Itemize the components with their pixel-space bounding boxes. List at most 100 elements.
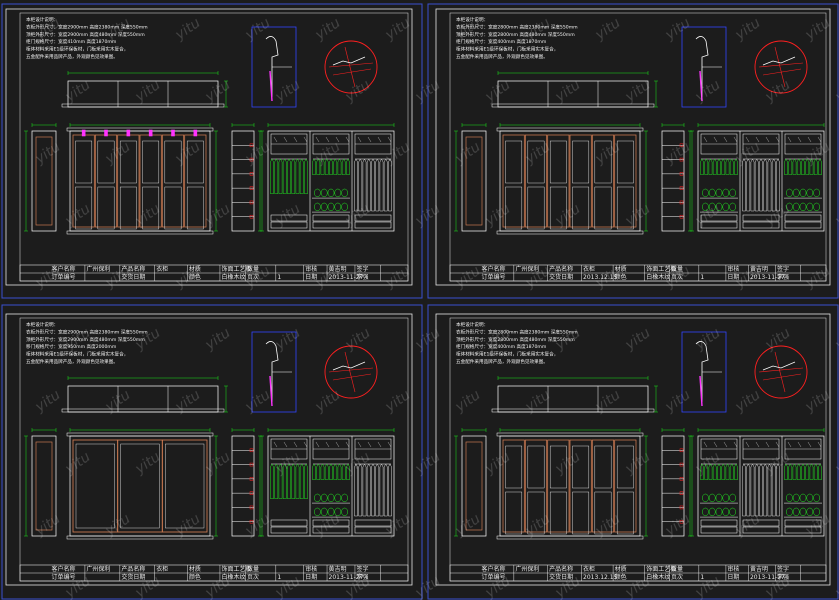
hatch: [807, 441, 812, 448]
watermark-text: yitu: [692, 449, 724, 478]
title-block-cell: 广州保利: [86, 265, 110, 273]
garment: [729, 463, 734, 480]
crown-profile-highlight: [699, 70, 703, 102]
crown-profile-box: [681, 26, 727, 108]
garment: [712, 463, 717, 480]
watermark-text: yitu: [762, 201, 794, 230]
hatch: [345, 136, 350, 143]
folded-stack: [722, 188, 730, 198]
garment: [383, 463, 388, 517]
hanging-clothes: [784, 463, 822, 480]
title-block-cell: 1: [700, 274, 704, 281]
side-elevation-left: [461, 435, 487, 537]
garment: [725, 463, 730, 480]
detail-hatch: [774, 46, 786, 88]
hinged-door: [569, 439, 592, 533]
sliding-door-glass: [75, 443, 115, 529]
title-block-cell: 产品名称: [121, 565, 145, 573]
door-panel-upper: [616, 445, 634, 489]
hatch: [387, 136, 392, 143]
note-line: 柜门规格尺寸：宽度410mm 高度1870mm: [26, 38, 117, 45]
folded-stack: [341, 188, 348, 198]
hinged-door: [547, 439, 570, 533]
folded-stack: [813, 507, 820, 517]
title-block-cell: 衣柜: [583, 565, 595, 573]
garment: [776, 463, 780, 517]
watermark-text: yitu: [802, 511, 834, 540]
top-cabinet-base: [61, 408, 225, 413]
folded-stack: [327, 507, 335, 517]
title-block-cell: 订单编号: [482, 273, 506, 281]
watermark-text: yitu: [662, 511, 694, 540]
folded-stack: [813, 493, 820, 503]
shelf-pin: [679, 186, 684, 190]
drawer: [312, 221, 350, 229]
garment: [767, 463, 772, 517]
garment: [295, 463, 300, 499]
drawer: [700, 526, 738, 534]
top-cabinet-base: [61, 103, 225, 108]
detail-hatch: [344, 46, 356, 88]
folded-stack: [334, 493, 342, 503]
folded-stack: [786, 188, 793, 198]
folded-stack: [806, 188, 814, 198]
garment: [379, 463, 384, 517]
title-block-cell: 黄吉明: [750, 265, 768, 273]
hanging-clothes: [354, 158, 392, 212]
folded-stack: [320, 202, 328, 212]
watermark-text: yitu: [202, 201, 234, 230]
hatch: [315, 441, 320, 448]
outer-frame-top-right: [427, 3, 839, 299]
title-block-cell: 饰面工艺板: [646, 265, 676, 273]
door-panel-upper: [572, 445, 590, 489]
shelf-pin: [679, 200, 684, 205]
drawer: [784, 519, 822, 527]
title-block-cell: 交货日期: [121, 573, 145, 581]
detail-hatch: [332, 68, 372, 76]
sheet-border: [435, 313, 831, 586]
door-panel-upper: [594, 140, 612, 184]
hatch: [283, 441, 288, 448]
folded-stack: [715, 493, 723, 503]
folded-stack: [320, 493, 328, 503]
title-block-cell: 审核: [727, 565, 739, 573]
garment: [818, 463, 822, 480]
folded-stack: [715, 202, 723, 212]
drawer: [270, 214, 308, 222]
note-line: 顶柜外形尺寸：宽度2900mm 高度480mm 深度550mm: [26, 31, 145, 38]
detail-hatch: [344, 351, 356, 393]
hatch: [713, 136, 718, 143]
detail-hatch: [328, 62, 374, 68]
detail-hatch: [774, 351, 786, 393]
note-line: 顶柜外形尺寸：宽度2900mm 高度480mm 深度550mm: [26, 336, 145, 343]
folded-stack: [327, 202, 335, 212]
title-block-cell: 饰面工艺板: [221, 265, 251, 273]
title-block-cell: 日期: [727, 573, 739, 581]
folded-stack: [806, 507, 814, 517]
watermark-text: yitu: [662, 139, 694, 168]
garment: [750, 463, 755, 517]
watermark-text: yitu: [342, 325, 374, 354]
garment: [729, 158, 734, 175]
title-block-cell: 产品名称: [121, 265, 145, 273]
detail-circle: [754, 345, 808, 399]
hinged-door: [614, 134, 637, 228]
crown-profile-box: [251, 26, 297, 108]
detail-circle: [324, 345, 378, 399]
hatch: [755, 441, 760, 448]
garment: [316, 463, 321, 480]
shelf-pin: [679, 172, 684, 176]
watermark-text: yitu: [832, 201, 839, 230]
sheet-top-right: 本柜设计说明：衣柜外形尺寸：宽度2800mm 高度2380mm 深度550mm顶…: [435, 8, 831, 286]
plinth: [66, 535, 214, 540]
garment: [742, 463, 746, 517]
garment: [362, 158, 367, 212]
sliding-door-glass: [165, 443, 205, 529]
folded-clothes: [700, 493, 738, 518]
hatch: [797, 136, 802, 143]
garment: [700, 158, 704, 175]
hinge-marker: [126, 129, 131, 137]
folded-stack: [792, 507, 800, 517]
folded-stack: [729, 493, 736, 503]
title-block-cell: 李强: [777, 573, 789, 581]
